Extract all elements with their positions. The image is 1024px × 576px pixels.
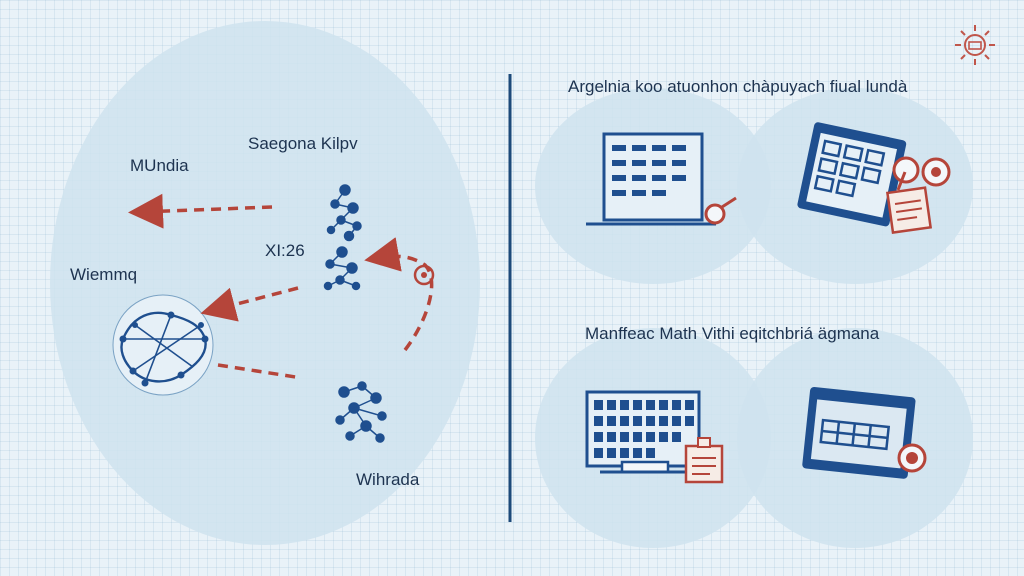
label-bottom: Wihrada xyxy=(356,470,420,489)
network-node-icon xyxy=(112,294,214,396)
heading-bottom: Manffeac Math Vithi eqitchbriá ägmana xyxy=(585,324,880,343)
magnifier-icon xyxy=(892,156,920,191)
arrow-from-network xyxy=(217,363,303,380)
magnifier-icon xyxy=(704,196,737,225)
laptop-icon xyxy=(585,390,701,474)
tablet-icon xyxy=(802,386,916,479)
clipboard-icon xyxy=(885,186,933,235)
label-top-center: Saegona Kilpv xyxy=(248,134,358,153)
heading-top: Argelnia koo atuonhon chàpuyach fiual lu… xyxy=(568,77,908,96)
magnifier-icon xyxy=(413,264,435,286)
arrow-to-mundia xyxy=(128,193,273,229)
clipboard-icon xyxy=(684,437,724,484)
gear-icon xyxy=(897,443,927,473)
tablet-icon xyxy=(797,122,907,227)
molecule-cluster-icon xyxy=(323,246,361,291)
label-middle: XI:26 xyxy=(265,241,305,260)
molecule-cluster-icon xyxy=(335,381,387,443)
label-left: Wiemmq xyxy=(70,265,138,284)
molecule-cluster-icon xyxy=(326,184,362,242)
laptop-icon xyxy=(586,132,716,226)
arrow-to-network xyxy=(200,286,299,322)
sun-badge-icon xyxy=(955,25,995,65)
label-top-left: MUndia xyxy=(130,156,189,175)
gear-icon xyxy=(921,157,951,187)
